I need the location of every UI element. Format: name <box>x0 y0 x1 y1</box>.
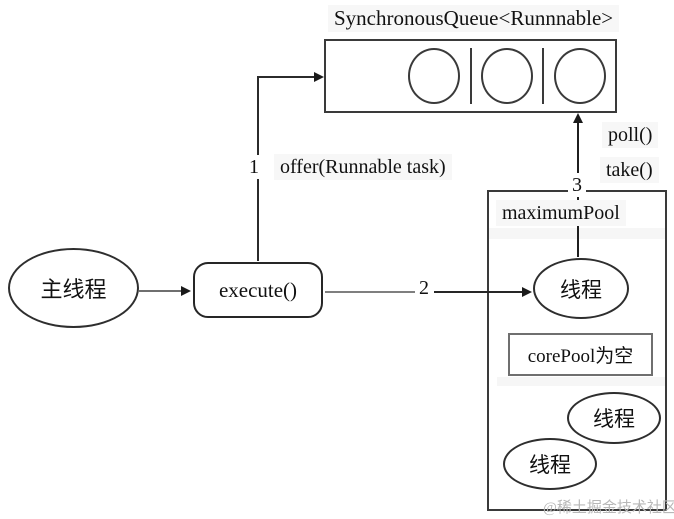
main-thread-node: 主线程 <box>8 248 139 328</box>
execute-label: execute() <box>218 277 298 302</box>
step-2-label: 2 <box>415 276 433 300</box>
poll-label: poll() <box>602 122 659 148</box>
thread-label: 线程 <box>560 277 602 302</box>
core-pool-note-box: corePool为空 <box>508 333 653 376</box>
maximum-pool-label: maximumPool <box>496 200 626 226</box>
task-circle <box>408 48 461 104</box>
watermark: @稀土掘金技术社区 <box>543 500 674 516</box>
highlight-band <box>497 377 667 386</box>
queue-cell <box>544 48 615 104</box>
step-1-label: 1 <box>245 155 263 179</box>
diagram-title: SynchronousQueue<Runnnable> <box>328 5 620 33</box>
thread-node-1: 线程 <box>533 258 629 319</box>
thread-label: 线程 <box>593 407 635 431</box>
arrow-execute-to-queue <box>257 72 324 261</box>
main-thread-label: 主线程 <box>40 277 107 302</box>
step-3-label: 3 <box>568 173 586 197</box>
thread-node-2: 线程 <box>567 392 661 444</box>
task-circle <box>553 48 606 104</box>
queue-cell <box>399 48 472 104</box>
thread-node-3: 线程 <box>503 438 597 490</box>
core-pool-note-label: corePool为空 <box>527 346 634 367</box>
execute-node: execute() <box>193 262 323 318</box>
task-circle <box>480 48 533 104</box>
queue-cell <box>472 48 545 104</box>
thread-label: 线程 <box>529 453 571 477</box>
take-label: take() <box>600 157 659 183</box>
offer-label: offer(Runnable task) <box>274 154 452 180</box>
synchronous-queue <box>324 39 617 113</box>
